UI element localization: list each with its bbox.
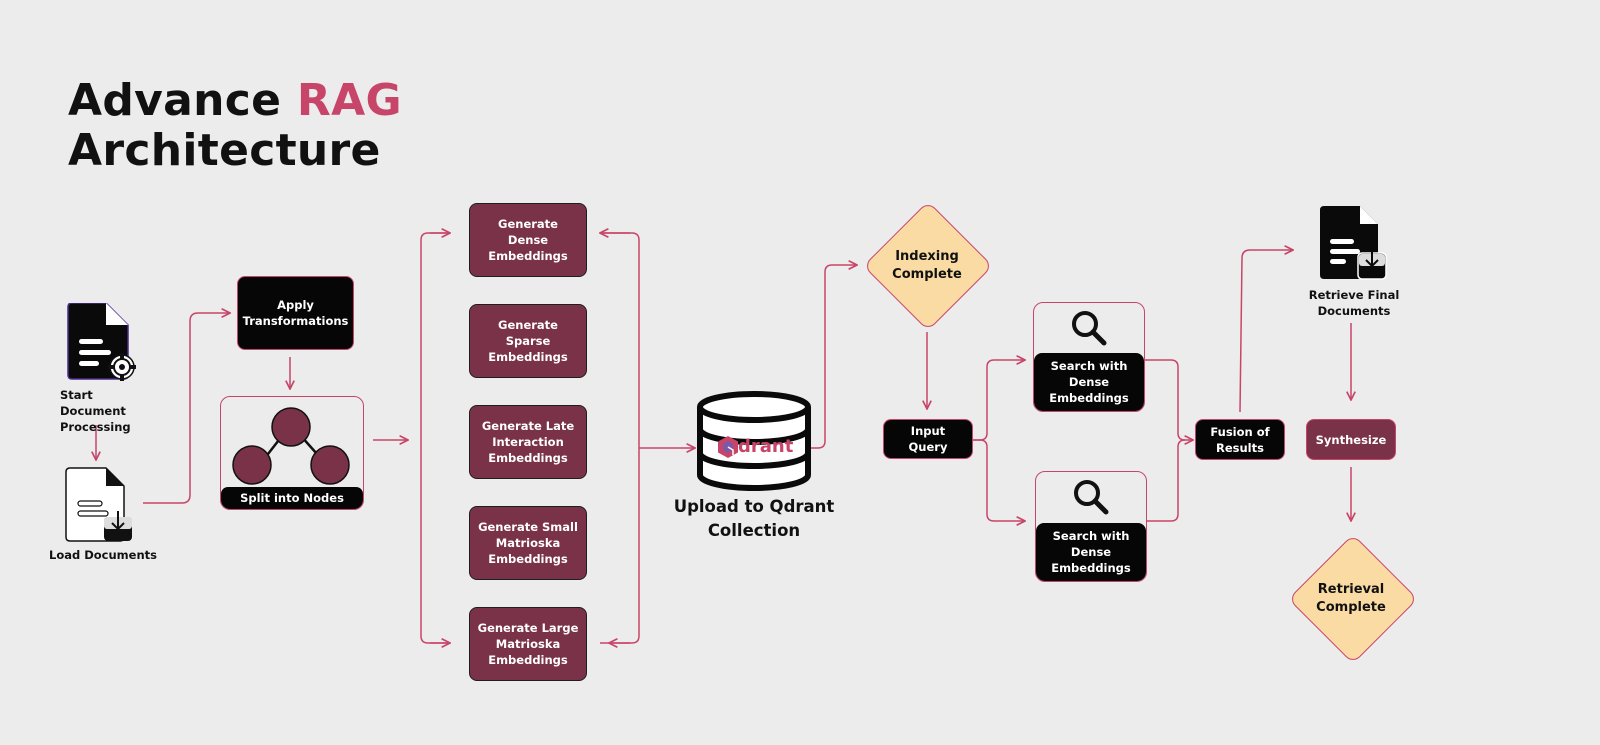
magnifier-icon (1072, 311, 1107, 346)
complete-label: Retrieval Complete (1316, 582, 1386, 615)
qdrant-logo-text: drant (738, 436, 794, 457)
arrow-qdrant-to-indexing (808, 265, 857, 449)
fusion-label: Fusion of Results (1210, 424, 1270, 455)
bracket-left (420, 232, 450, 644)
generate-dense-box: Generate Dense Embeddings (469, 203, 587, 277)
generate-late-box: Generate Late Interaction Embeddings (469, 405, 587, 479)
arrow-load-to-apply (143, 313, 230, 504)
generate-large-box: Generate Large Matrioska Embeddings (469, 607, 587, 681)
apply-label: Apply Transformations (242, 298, 349, 328)
input-query-box: Input Query (883, 419, 973, 459)
search-dense-panel-2: Search with Dense Embeddings (1035, 471, 1147, 582)
document-gear-icon (67, 303, 136, 381)
title-part1: Advance (68, 75, 282, 126)
arrow-query-to-search2 (973, 439, 1025, 521)
search-dense-panel-1: Search with Dense Embeddings (1033, 302, 1145, 412)
split-into-nodes-panel: Split into Nodes (220, 396, 364, 510)
search-2-label-box: Search with Dense Embeddings (1036, 523, 1146, 581)
arrow-query-to-search1 (973, 360, 1025, 441)
upload-label: Upload to Qdrant Collection (673, 497, 835, 540)
retrieve-label: Retrieve Final Documents (1308, 288, 1400, 318)
node-graph-icon (232, 407, 350, 485)
start-label: Start Document Processing (60, 388, 131, 434)
split-label-bar: Split into Nodes (221, 487, 363, 509)
query-label: Input Query (908, 424, 948, 454)
qdrant-logo-icon (718, 436, 738, 458)
synthesize-box: Synthesize (1306, 419, 1396, 460)
generate-sparse-box: Generate Sparse Embeddings (469, 304, 587, 378)
small-label: Generate Small Matrioska Embeddings (478, 520, 578, 566)
title-accent: RAG (296, 75, 402, 126)
indexing-label: Indexing Complete (892, 249, 962, 282)
dense-label: Generate Dense Embeddings (488, 217, 568, 263)
database-icon (697, 391, 811, 491)
document-download-icon (1320, 206, 1387, 280)
search-2-label: Search with Dense Embeddings (1051, 529, 1131, 575)
title-line2: Architecture (68, 125, 381, 176)
generate-small-box: Generate Small Matrioska Embeddings (469, 506, 587, 580)
magnifier-icon (1074, 480, 1109, 515)
bracket-right (600, 232, 640, 644)
sparse-label: Generate Sparse Embeddings (488, 318, 568, 364)
fusion-box: Fusion of Results (1195, 419, 1285, 460)
load-label: Load Documents (49, 548, 157, 562)
arrow-fusion-to-retrieve (1239, 250, 1293, 413)
document-download-icon (65, 467, 132, 542)
large-label: Generate Large Matrioska Embeddings (477, 621, 579, 667)
line-search1-to-fusion (1145, 359, 1193, 440)
page-title: Advance RAG Architecture (68, 76, 402, 176)
split-label: Split into Nodes (240, 491, 344, 505)
synthesize-label: Synthesize (1315, 432, 1387, 447)
line-search2-to-fusion (1147, 439, 1186, 522)
late-label: Generate Late Interaction Embeddings (481, 419, 575, 465)
search-1-label: Search with Dense Embeddings (1049, 359, 1129, 405)
apply-transformations-box: Apply Transformations (237, 276, 354, 350)
search-1-label-box: Search with Dense Embeddings (1034, 353, 1144, 411)
